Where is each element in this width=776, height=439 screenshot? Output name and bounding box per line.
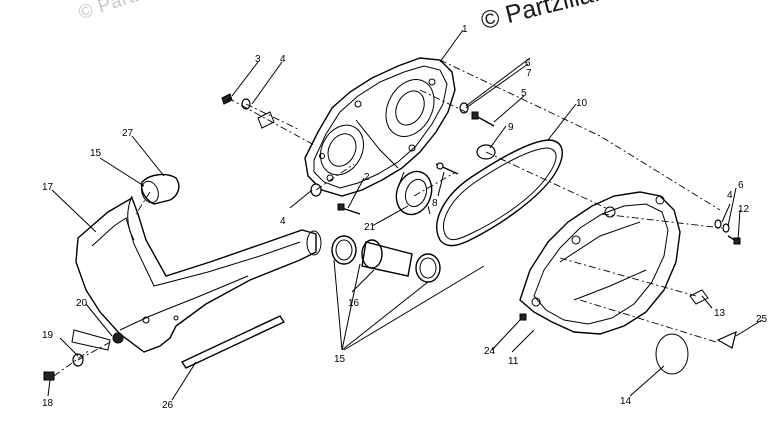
label-9: 9 <box>508 122 514 133</box>
drive-belt <box>436 139 563 247</box>
label-17: 17 <box>42 182 54 193</box>
label-6b: 6 <box>738 180 744 191</box>
label-7: 7 <box>526 68 532 79</box>
outer-cover <box>519 191 681 335</box>
label-15b: 15 <box>334 354 346 365</box>
label-19: 19 <box>42 330 54 341</box>
label-10: 10 <box>576 98 588 109</box>
alignment-lines <box>53 59 723 377</box>
label-6a: 6 <box>525 58 531 69</box>
filter-cone <box>127 173 180 241</box>
label-13: 13 <box>714 308 726 319</box>
label-27: 27 <box>122 128 134 139</box>
inner-cover-plate <box>304 57 456 197</box>
label-16: 16 <box>348 298 360 309</box>
label-4a: 4 <box>280 54 286 65</box>
label-1: 1 <box>462 24 468 35</box>
label-3: 3 <box>255 54 261 65</box>
label-15a: 15 <box>90 148 102 159</box>
label-11: 11 <box>508 356 519 367</box>
cover-disk <box>655 333 689 375</box>
label-26: 26 <box>162 400 174 411</box>
label-8: 8 <box>432 198 438 209</box>
label-5: 5 <box>521 88 527 99</box>
label-12: 12 <box>738 204 750 215</box>
label-21: 21 <box>364 222 376 233</box>
label-2: 2 <box>364 172 370 183</box>
label-25: 25 <box>756 314 768 325</box>
strap-and-mounts <box>43 315 286 381</box>
label-24: 24 <box>484 346 496 357</box>
label-4c: 4 <box>727 190 733 201</box>
label-4b: 4 <box>280 216 286 227</box>
clamps-and-sleeve <box>331 235 441 283</box>
label-18: 18 <box>42 398 54 409</box>
label-20: 20 <box>76 298 88 309</box>
intake-duct <box>75 196 322 353</box>
seal <box>395 170 433 216</box>
part-labels: 1 2 3 4 4 4 5 6 6 7 8 9 10 11 12 13 14 1… <box>42 24 768 411</box>
label-14: 14 <box>620 396 632 407</box>
leader-lines <box>47 29 763 401</box>
